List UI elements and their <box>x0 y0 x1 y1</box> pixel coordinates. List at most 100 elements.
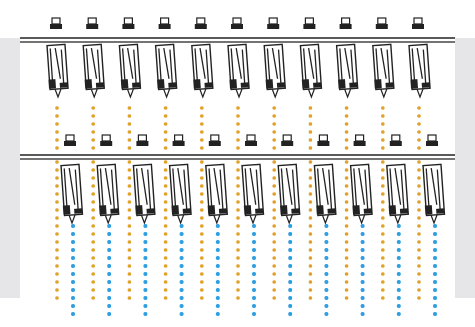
stream-dot <box>345 106 349 110</box>
stream-dot <box>397 304 401 308</box>
stream-dot <box>309 114 313 118</box>
stream-dot <box>381 232 385 236</box>
stream-dot <box>324 232 328 236</box>
stream-dot <box>381 114 385 118</box>
nozzle-block <box>364 208 372 214</box>
stream-dot <box>107 304 111 308</box>
stream-dot <box>107 312 111 316</box>
stream-dot <box>381 176 385 180</box>
stream-dot <box>433 232 437 236</box>
lower-unit-11 <box>422 135 444 223</box>
nozzle-tip <box>141 215 147 223</box>
nozzle-block <box>327 208 335 214</box>
mount-cap <box>102 135 110 141</box>
stream-dot <box>272 146 276 150</box>
stream-dot <box>309 264 313 268</box>
nozzle-tip <box>164 89 170 97</box>
stream-dot <box>381 272 385 276</box>
stream-dot <box>361 280 365 284</box>
stream-dot <box>143 272 147 276</box>
stream-dot <box>288 296 292 300</box>
stream-dot <box>417 248 421 252</box>
stream-dot <box>200 200 204 204</box>
stream-dot <box>345 122 349 126</box>
stream-dot <box>345 240 349 244</box>
unit-body <box>336 44 358 89</box>
stream-dot <box>128 216 132 220</box>
lower-rail <box>20 155 455 159</box>
nozzle-block <box>385 82 393 88</box>
mount-block <box>209 141 221 146</box>
stream-dot <box>200 248 204 252</box>
stream-dot <box>91 248 95 252</box>
stream-dot <box>272 296 276 300</box>
stream-dot <box>272 288 276 292</box>
stream-dot <box>345 232 349 236</box>
stream-dot <box>288 248 292 252</box>
stream-dot <box>128 114 132 118</box>
upper-stream-10-a <box>381 106 385 150</box>
actuator-block <box>48 79 56 88</box>
stream-dot <box>71 312 75 316</box>
stream-dot <box>164 296 168 300</box>
actuator-block <box>410 79 418 88</box>
lower-stream-3 <box>143 224 147 316</box>
stream-dot <box>236 184 240 188</box>
stream-dot <box>91 184 95 188</box>
nozzle-block <box>132 82 140 88</box>
stream-dot <box>272 272 276 276</box>
stream-dot <box>381 146 385 150</box>
stream-dot <box>216 240 220 244</box>
stream-dot <box>55 146 59 150</box>
stream-dot <box>381 192 385 196</box>
stream-dot <box>107 280 111 284</box>
stream-dot <box>417 288 421 292</box>
nozzle-block <box>400 208 408 214</box>
upper-stream-2-b <box>91 160 95 300</box>
stream-dot <box>107 296 111 300</box>
stream-dot <box>417 200 421 204</box>
stream-dot <box>216 280 220 284</box>
actuator-block <box>425 205 433 214</box>
stream-dot <box>71 232 75 236</box>
stream-dot <box>252 248 256 252</box>
upper-stream-9-b <box>345 160 349 300</box>
unit-body <box>386 164 408 215</box>
unit-body <box>46 44 68 89</box>
nozzle-block <box>422 82 430 88</box>
stream-dot <box>417 160 421 164</box>
stream-dot <box>361 304 365 308</box>
stream-dot <box>272 208 276 212</box>
stream-dot <box>55 272 59 276</box>
unit-body <box>169 164 191 215</box>
stream-dot <box>128 106 132 110</box>
stream-dot <box>180 280 184 284</box>
stream-dot <box>345 208 349 212</box>
actuator-block <box>389 205 397 214</box>
stream-dot <box>345 272 349 276</box>
stream-dot <box>381 208 385 212</box>
stream-dot <box>324 240 328 244</box>
stream-dot <box>164 106 168 110</box>
stream-dot <box>128 184 132 188</box>
stream-dot <box>180 232 184 236</box>
stream-dot <box>55 224 59 228</box>
stream-dot <box>236 288 240 292</box>
stream-dot <box>180 240 184 244</box>
stream-dot <box>216 264 220 268</box>
unit-body <box>313 164 335 215</box>
stream-dot <box>91 256 95 260</box>
stream-dot <box>361 240 365 244</box>
stream-dot <box>309 106 313 110</box>
unit-body <box>96 164 118 215</box>
stream-dot <box>381 168 385 172</box>
stream-dot <box>128 208 132 212</box>
stream-dot <box>91 288 95 292</box>
stream-dot <box>107 272 111 276</box>
actuator-block <box>374 79 382 88</box>
stream-dot <box>143 224 147 228</box>
stream-dot <box>252 272 256 276</box>
mount-cap <box>138 135 146 141</box>
stream-dot <box>128 272 132 276</box>
stream-dot <box>216 224 220 228</box>
